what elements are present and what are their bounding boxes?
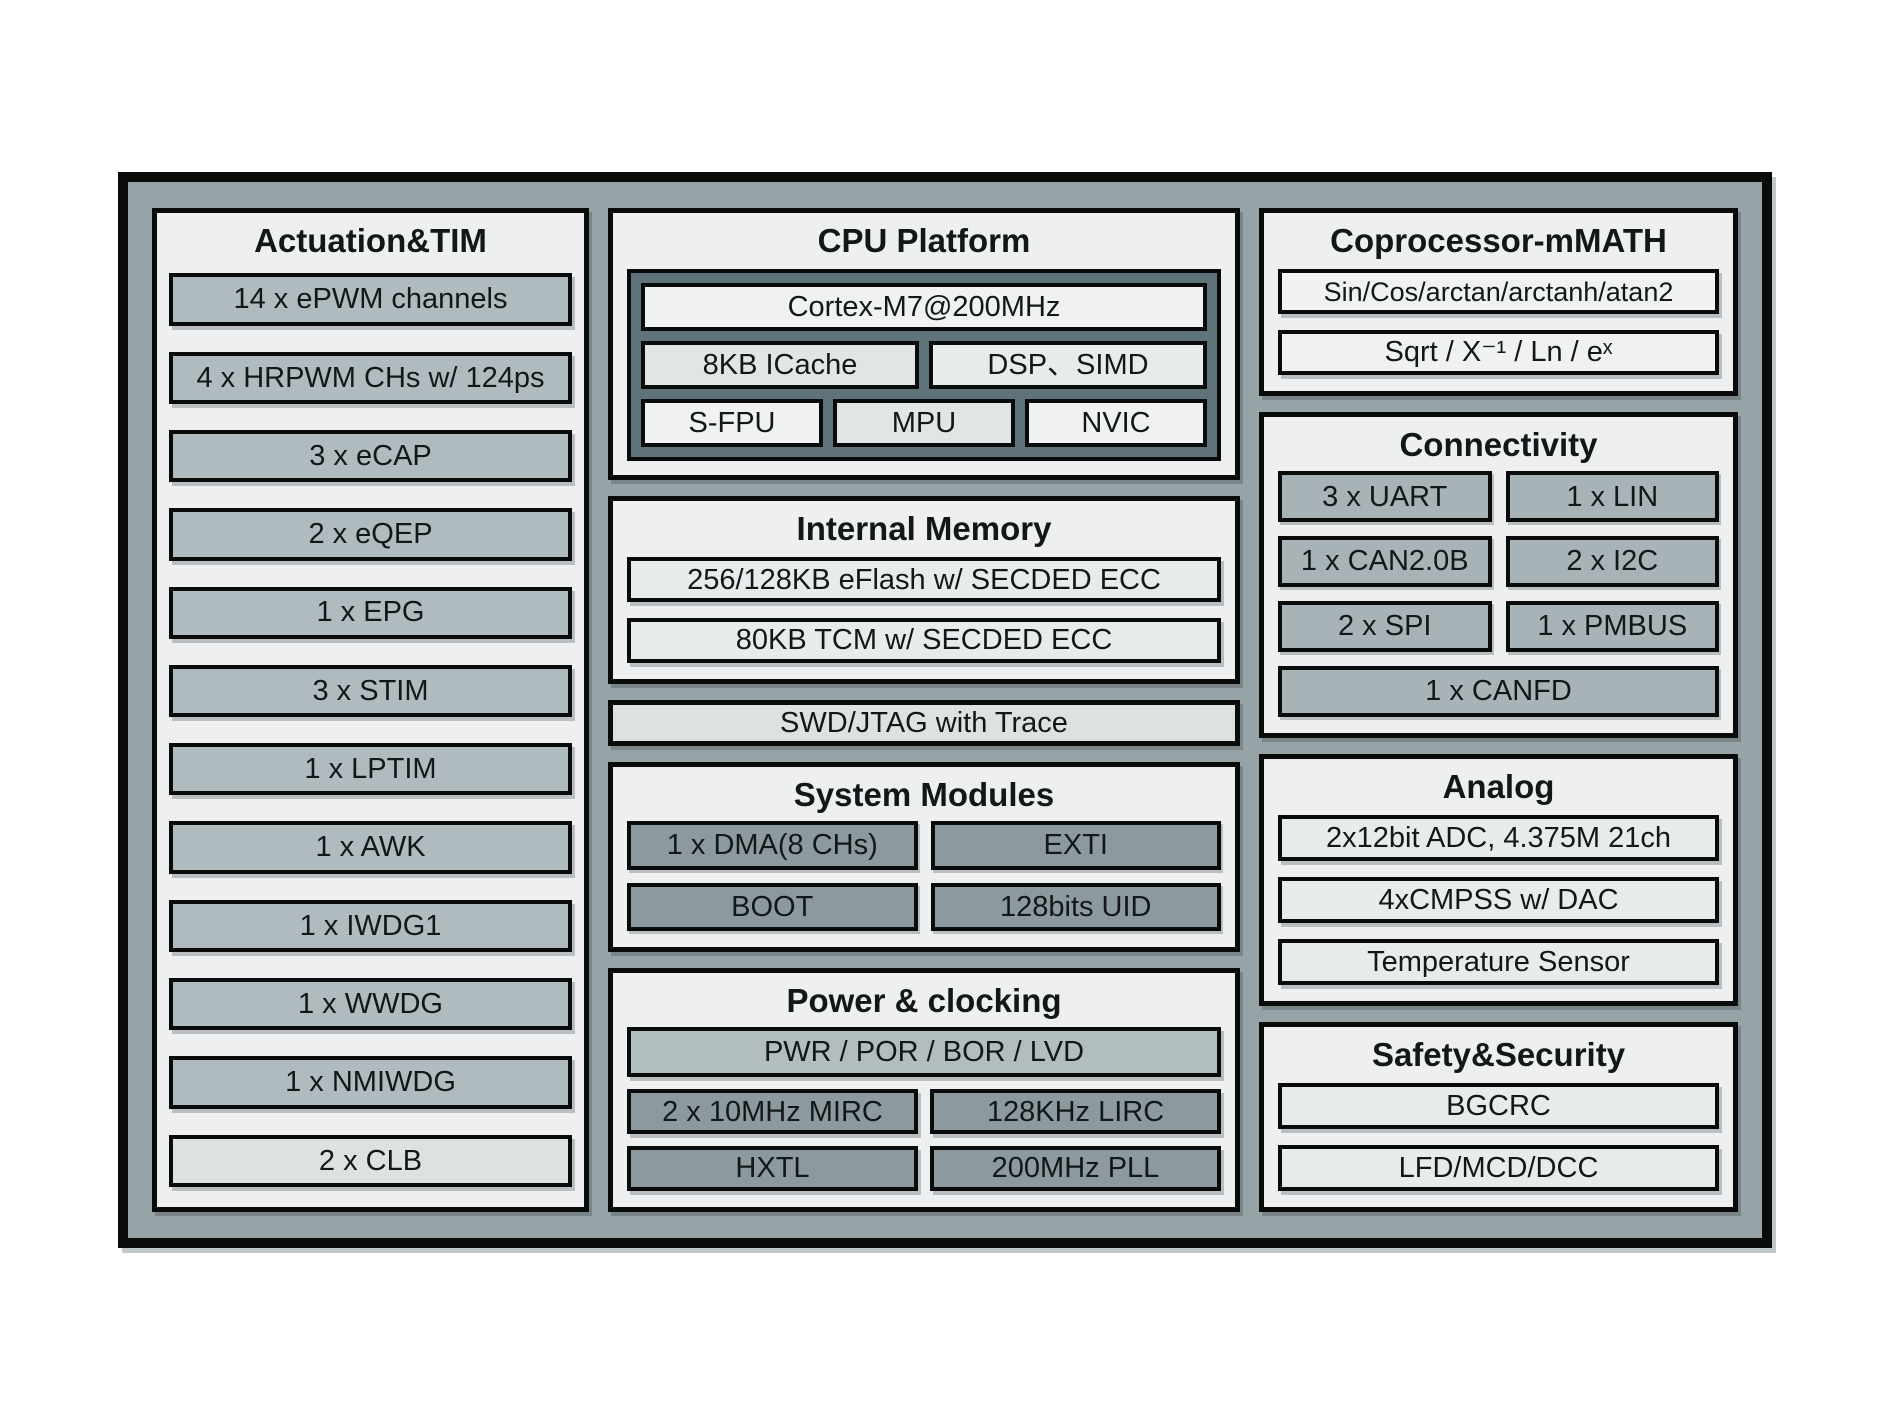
panel-cpu-platform: CPU Platform Cortex-M7@200MHz 8KB ICache… bbox=[608, 208, 1240, 480]
actuation-tim-title: Actuation&TIM bbox=[254, 222, 487, 259]
panel-analog: Analog 2x12bit ADC, 4.375M 21ch 4xCMPSS … bbox=[1259, 754, 1738, 1006]
block-boot: BOOT bbox=[627, 882, 918, 931]
block-dsp-simd: DSP、SIMD bbox=[929, 341, 1207, 390]
block-pmbus: 1 x PMBUS bbox=[1505, 601, 1719, 653]
block-awk: 1 x AWK bbox=[169, 821, 572, 874]
panel-actuation-tim: Actuation&TIM 14 x ePWM channels 4 x HRP… bbox=[152, 208, 589, 1212]
block-i2c: 2 x I2C bbox=[1505, 536, 1719, 588]
safety-security-title: Safety&Security bbox=[1371, 1036, 1626, 1073]
block-lfd-mcd-dcc: LFD/MCD/DCC bbox=[1278, 1145, 1719, 1192]
block-canfd: 1 x CANFD bbox=[1278, 666, 1719, 717]
block-ecap: 3 x eCAP bbox=[169, 429, 572, 483]
block-swd-jtag: SWD/JTAG with Trace bbox=[608, 700, 1240, 746]
block-lptim: 1 x LPTIM bbox=[169, 743, 572, 796]
block-adc: 2x12bit ADC, 4.375M 21ch bbox=[1278, 815, 1719, 862]
middle-column: CPU Platform Cortex-M7@200MHz 8KB ICache… bbox=[608, 208, 1240, 1212]
block-mpu: MPU bbox=[833, 399, 1015, 448]
panel-connectivity: Connectivity 3 x UART 1 x LIN 1 x CAN2.0… bbox=[1259, 412, 1738, 738]
block-sqrt-ln-exp: Sqrt / X⁻¹ / Ln / eˣ bbox=[1278, 330, 1719, 376]
block-clb: 2 x CLB bbox=[169, 1134, 572, 1188]
right-column: Coprocessor-mMATH Sin/Cos/arctan/arctanh… bbox=[1259, 208, 1738, 1212]
cpu-core-group: Cortex-M7@200MHz 8KB ICache DSP、SIMD S-F… bbox=[627, 269, 1221, 461]
block-tcm: 80KB TCM w/ SECDED ECC bbox=[627, 618, 1221, 664]
block-mirc: 2 x 10MHz MIRC bbox=[627, 1089, 918, 1135]
block-nmiwdg: 1 x NMIWDG bbox=[169, 1056, 572, 1109]
block-bgcrc: BGCRC bbox=[1278, 1083, 1719, 1130]
block-cmpss: 4xCMPSS w/ DAC bbox=[1278, 877, 1719, 924]
block-dma: 1 x DMA(8 CHs) bbox=[627, 821, 918, 870]
block-cortex-m7: Cortex-M7@200MHz bbox=[641, 283, 1207, 332]
block-wwdg: 1 x WWDG bbox=[169, 978, 572, 1031]
block-eqep: 2 x eQEP bbox=[169, 508, 572, 561]
block-hrpwm: 4 x HRPWM CHs w/ 124ps bbox=[169, 351, 572, 404]
block-iwdg1: 1 x IWDG1 bbox=[169, 899, 572, 953]
block-icache: 8KB ICache bbox=[641, 341, 919, 390]
panel-internal-memory: Internal Memory 256/128KB eFlash w/ SECD… bbox=[608, 496, 1240, 684]
block-lin: 1 x LIN bbox=[1505, 471, 1719, 523]
coprocessor-title: Coprocessor-mMATH bbox=[1330, 222, 1667, 259]
block-epg: 1 x EPG bbox=[169, 586, 572, 639]
block-uart: 3 x UART bbox=[1278, 471, 1492, 523]
chip-frame: Actuation&TIM 14 x ePWM channels 4 x HRP… bbox=[118, 172, 1772, 1248]
internal-memory-title: Internal Memory bbox=[796, 510, 1052, 547]
block-spi: 2 x SPI bbox=[1278, 601, 1492, 653]
block-lirc: 128KHz LIRC bbox=[930, 1089, 1221, 1135]
connectivity-title: Connectivity bbox=[1399, 426, 1598, 463]
block-nvic: NVIC bbox=[1025, 399, 1207, 448]
block-can20b: 1 x CAN2.0B bbox=[1278, 536, 1492, 588]
analog-title: Analog bbox=[1442, 768, 1555, 805]
block-eflash: 256/128KB eFlash w/ SECDED ECC bbox=[627, 557, 1221, 603]
block-trig-functions: Sin/Cos/arctan/arctanh/atan2 bbox=[1278, 269, 1719, 315]
actuation-stack: 14 x ePWM channels 4 x HRPWM CHs w/ 124p… bbox=[157, 263, 584, 1207]
block-stim: 3 x STIM bbox=[169, 664, 572, 718]
panel-safety-security: Safety&Security BGCRC LFD/MCD/DCC bbox=[1259, 1022, 1738, 1212]
block-uid: 128bits UID bbox=[930, 882, 1221, 931]
block-pwr-por-bor-lvd: PWR / POR / BOR / LVD bbox=[627, 1027, 1221, 1078]
block-exti: EXTI bbox=[930, 821, 1221, 870]
block-temp-sensor: Temperature Sensor bbox=[1278, 939, 1719, 986]
panel-system-modules: System Modules 1 x DMA(8 CHs) EXTI BOOT … bbox=[608, 762, 1240, 952]
power-clocking-title: Power & clocking bbox=[786, 982, 1062, 1019]
cpu-platform-title: CPU Platform bbox=[817, 222, 1031, 259]
block-hxtl: HXTL bbox=[627, 1146, 918, 1191]
block-epwm-channels: 14 x ePWM channels bbox=[169, 273, 572, 326]
block-pll: 200MHz PLL bbox=[930, 1146, 1221, 1191]
block-sfpu: S-FPU bbox=[641, 399, 823, 448]
system-modules-title: System Modules bbox=[793, 776, 1055, 813]
panel-coprocessor-mmath: Coprocessor-mMATH Sin/Cos/arctan/arctanh… bbox=[1259, 208, 1738, 396]
panel-power-clocking: Power & clocking PWR / POR / BOR / LVD 2… bbox=[608, 968, 1240, 1212]
